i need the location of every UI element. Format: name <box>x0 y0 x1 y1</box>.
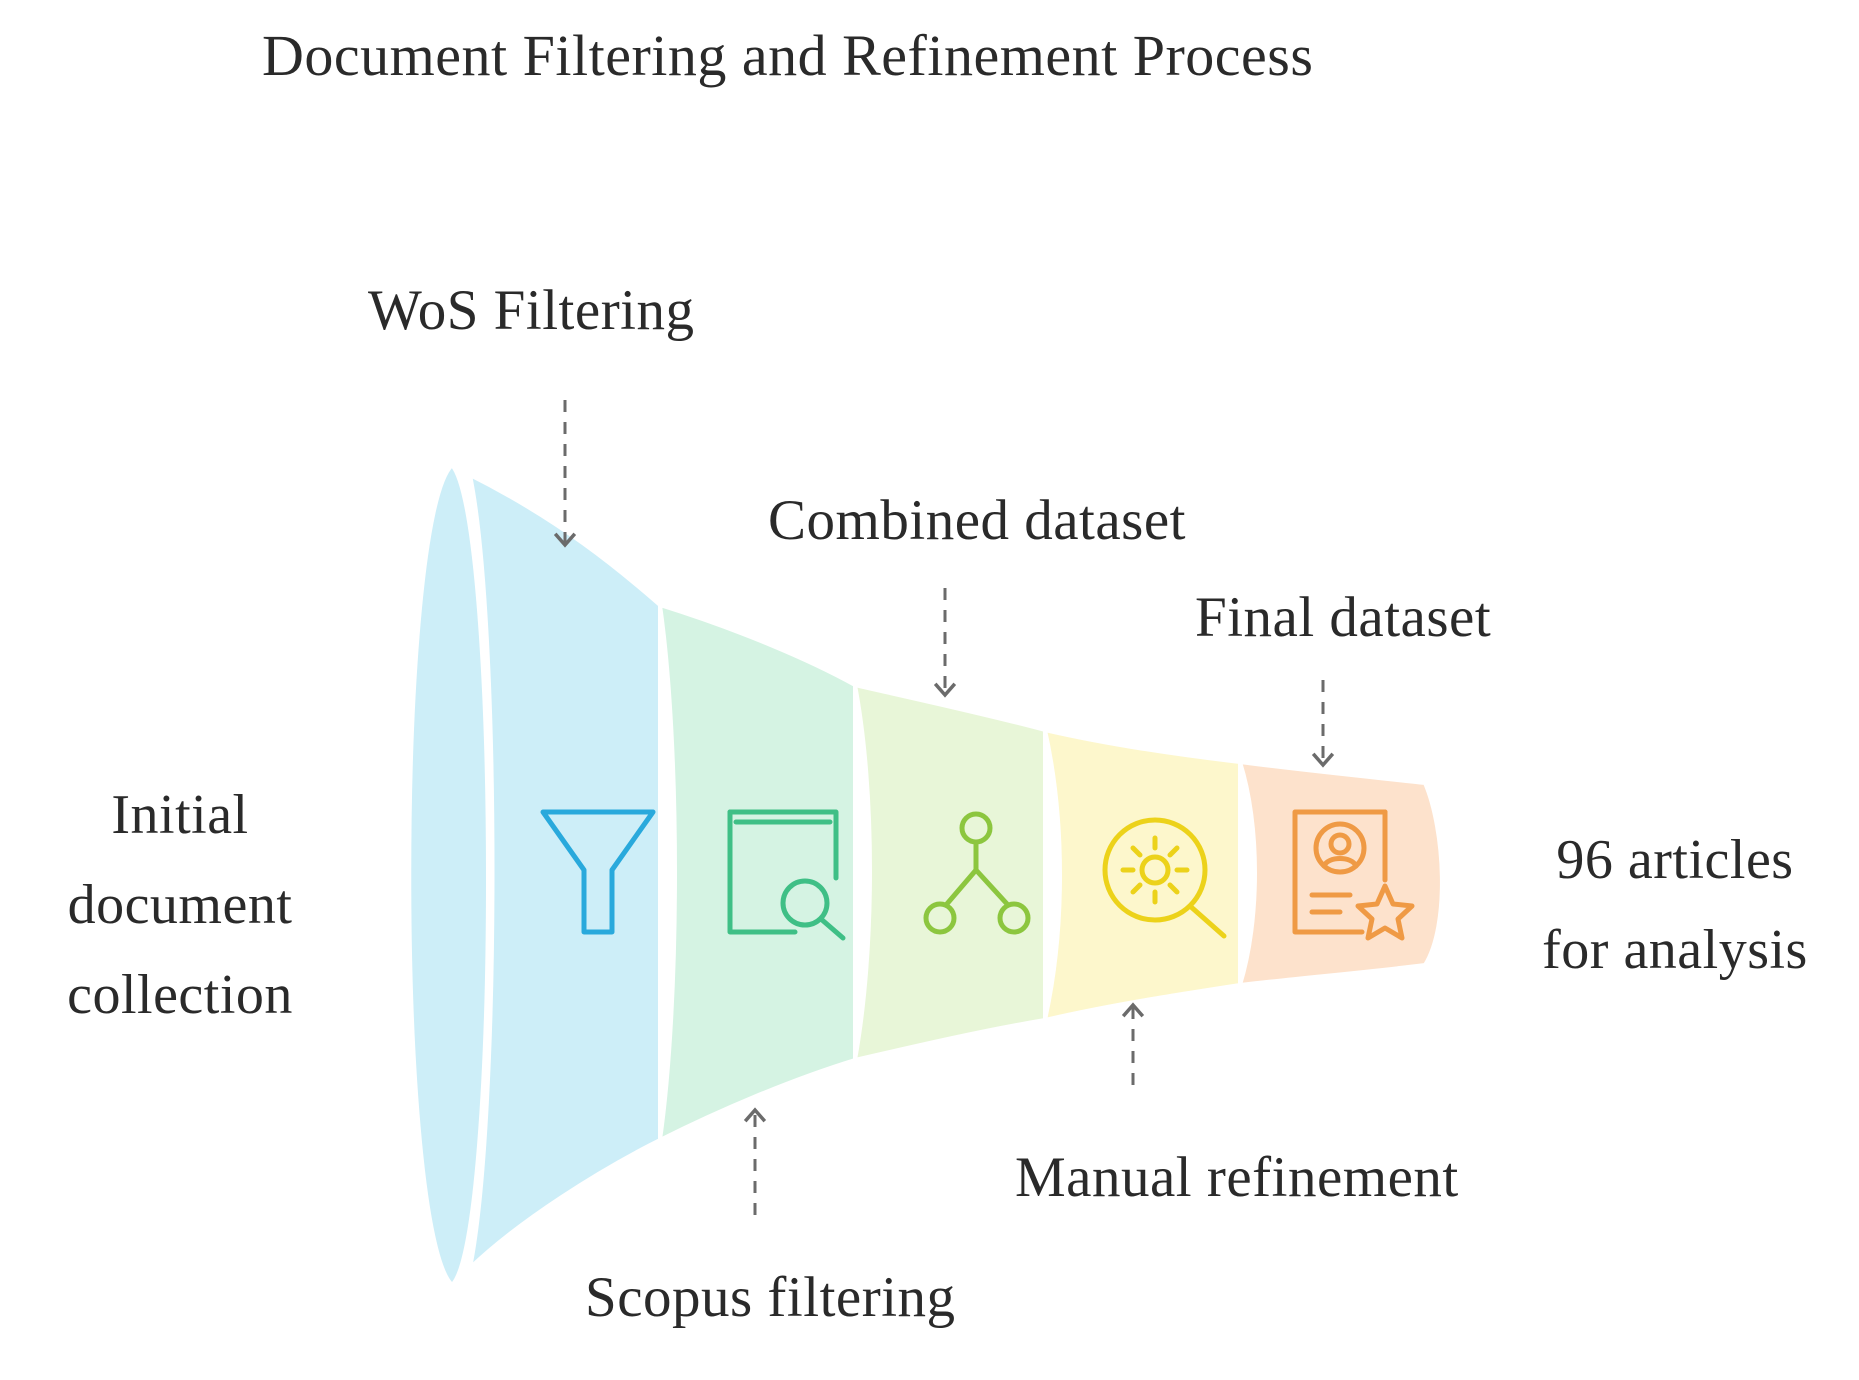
start-label-line: collection <box>67 964 293 1026</box>
funnel-mouth <box>407 462 490 1288</box>
funnel-icon <box>540 809 656 935</box>
stage-label-combined: Combined dataset <box>768 489 1186 552</box>
end-label-line: 96 articles <box>1556 829 1794 891</box>
profile-star-icon <box>1292 809 1415 941</box>
stage-label-manual: Manual refinement <box>1015 1146 1459 1209</box>
funnel-segment-3 <box>852 682 1047 1063</box>
start-label: Initial document collection <box>20 770 340 1040</box>
start-label-line: document <box>67 874 293 936</box>
stage-label-wos: WoS Filtering <box>368 279 695 342</box>
end-label-line: for analysis <box>1542 919 1808 981</box>
book-search-icon <box>727 809 846 941</box>
diagram-title: Document Filtering and Refinement Proces… <box>262 23 1314 88</box>
gear-search-icon <box>1102 817 1227 939</box>
network-merge-icon <box>923 811 1031 935</box>
start-label-line: Initial <box>111 784 249 846</box>
stage-label-scopus: Scopus filtering <box>585 1266 956 1329</box>
stage-label-final: Final dataset <box>1195 586 1492 649</box>
end-label: 96 articles for analysis <box>1505 815 1845 995</box>
funnel-segment-2 <box>657 602 857 1144</box>
funnel-segment-1 <box>466 471 662 1274</box>
